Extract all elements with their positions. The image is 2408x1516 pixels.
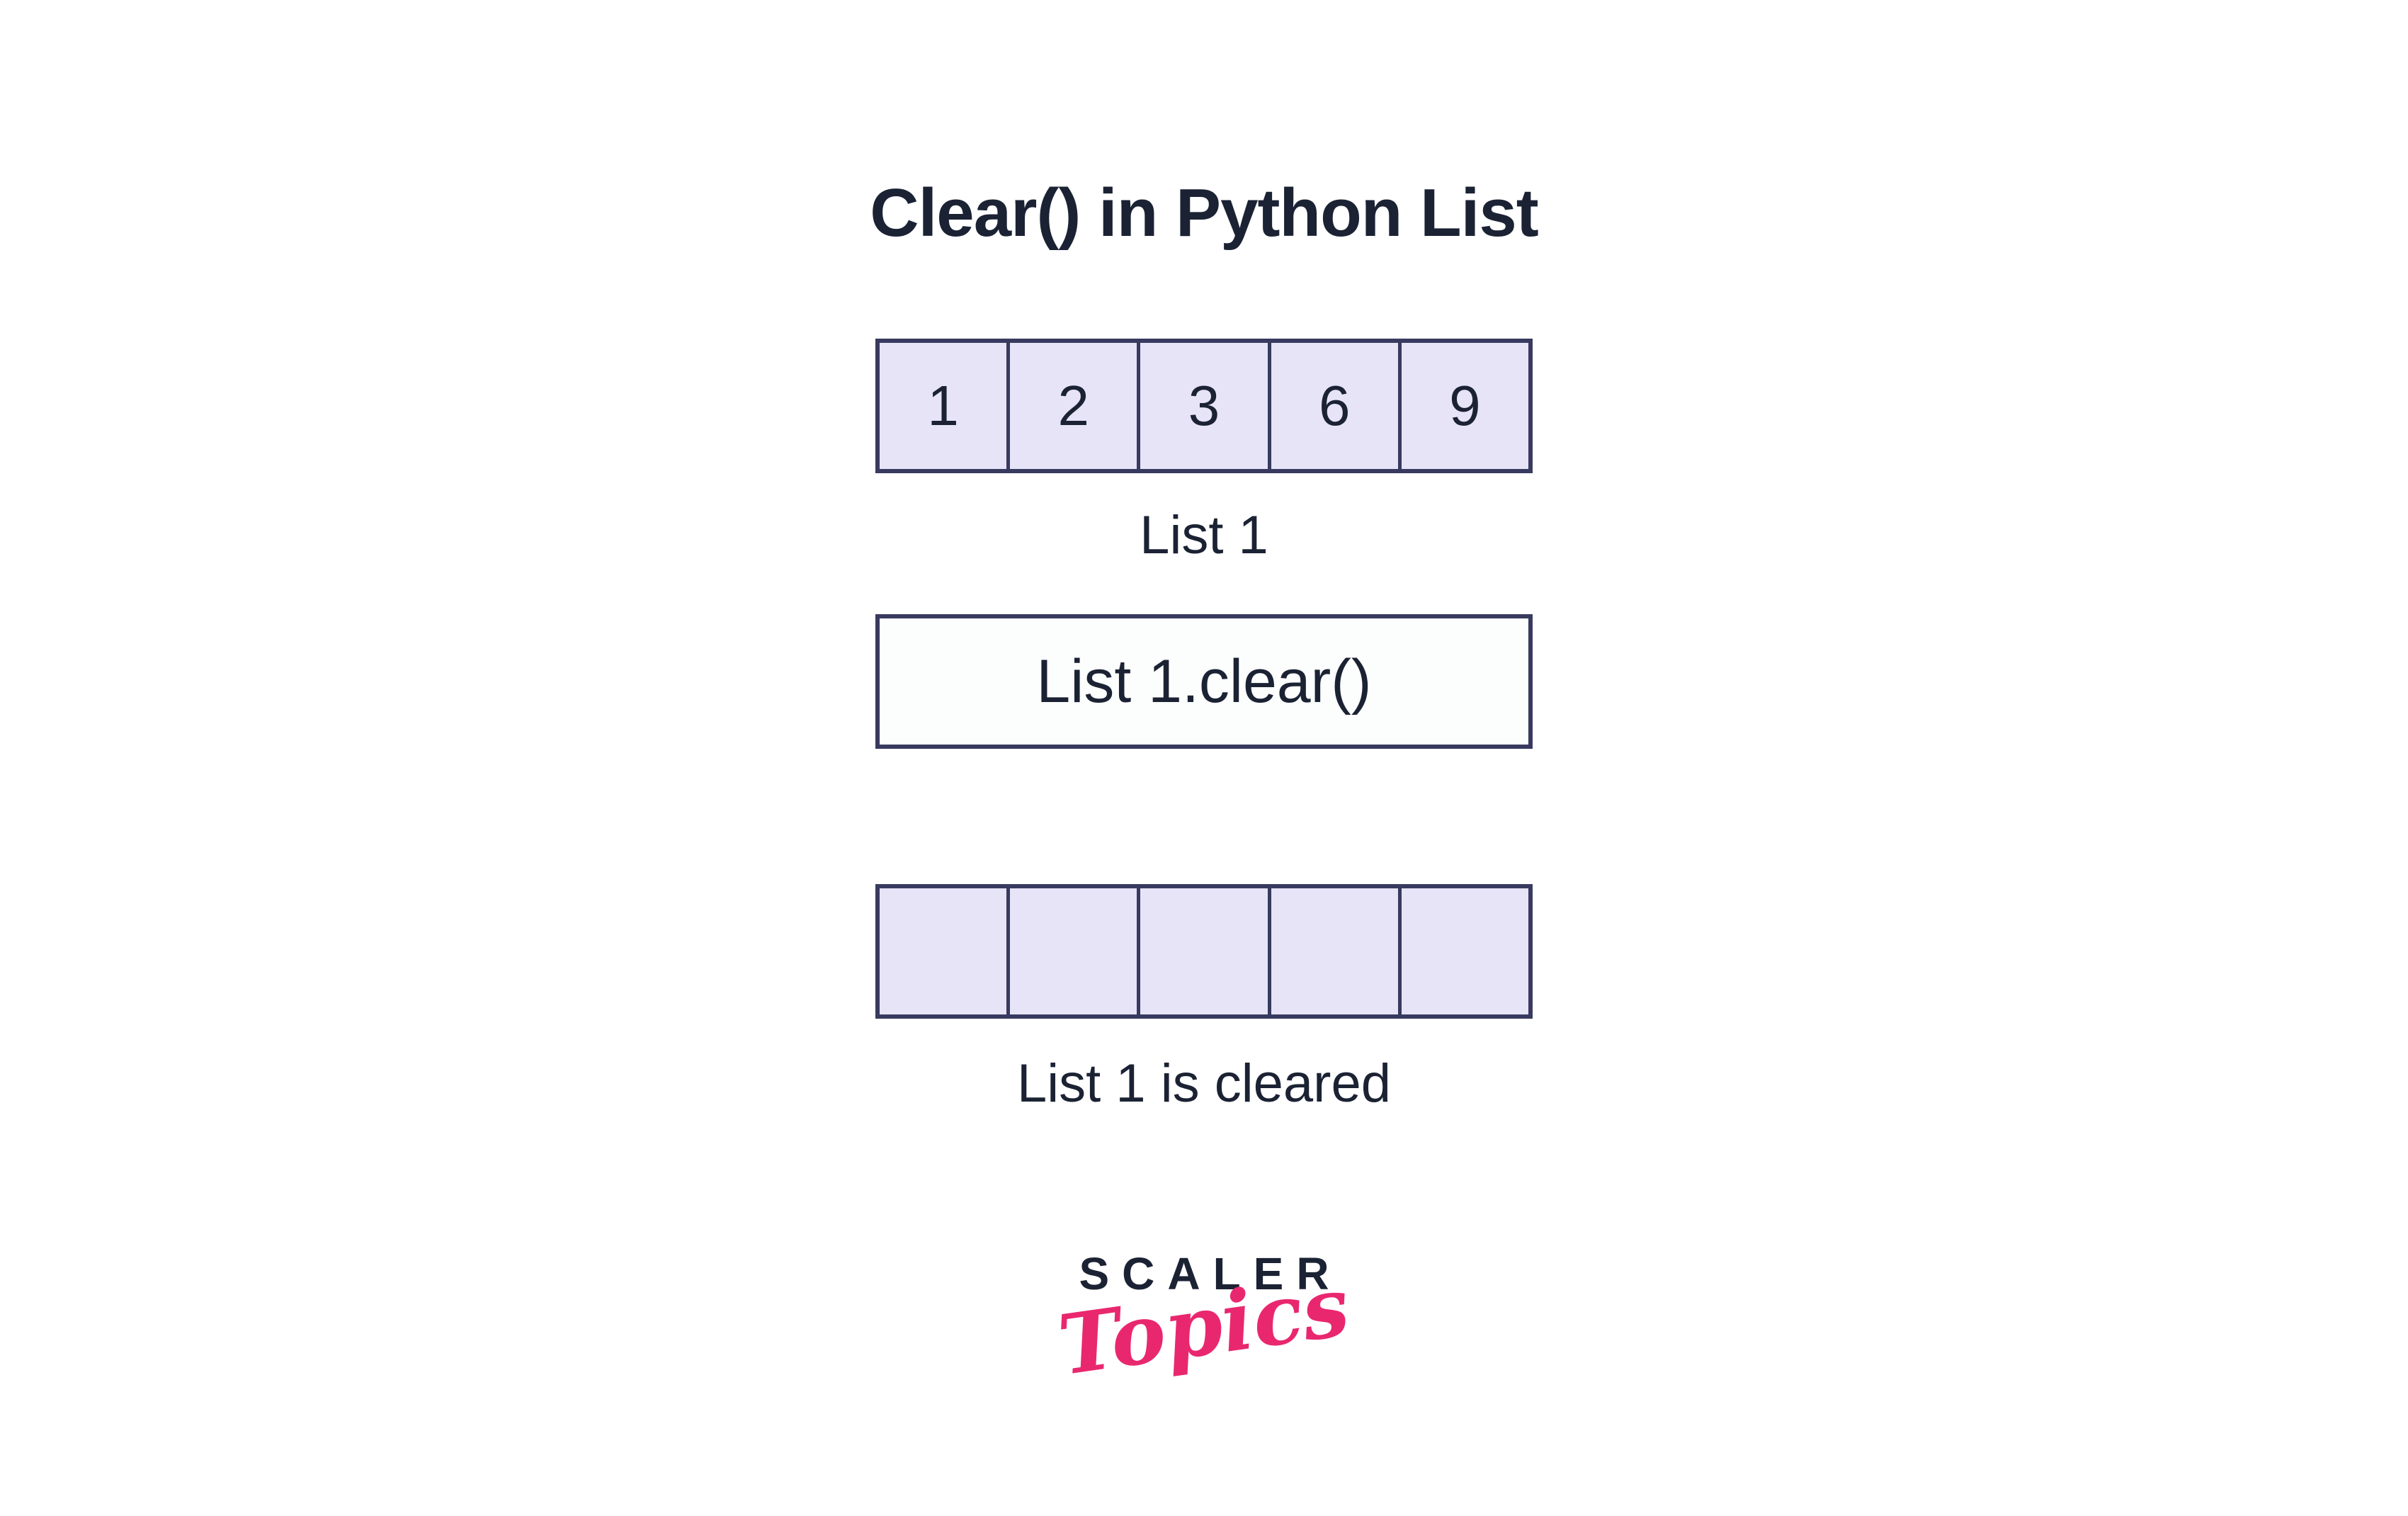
array-cell: 9	[1449, 374, 1481, 437]
cleared-list-caption: List 1 is cleared	[1016, 1053, 1392, 1114]
empty-array-cell	[1271, 888, 1402, 1014]
initial-list-array: 1 2 3 6 9	[875, 339, 1533, 473]
empty-array-cell	[880, 888, 1011, 1014]
array-cell: 1	[880, 343, 1011, 469]
array-cell: 2	[1010, 343, 1141, 469]
array-cell: 6	[1271, 343, 1402, 469]
clear-operation-code: List 1.clear()	[1036, 647, 1372, 715]
empty-array-cell	[1140, 888, 1271, 1014]
page-title: Clear() in Python List	[870, 175, 1538, 251]
clear-operation-box: List 1.clear()	[875, 614, 1533, 749]
array-cell: 3	[1140, 343, 1271, 469]
empty-array-cell	[1402, 888, 1528, 1014]
empty-array-cell	[1010, 888, 1141, 1014]
initial-list-caption: List 1	[1140, 505, 1268, 565]
logo-brand-text: SCALER	[1079, 1248, 1342, 1299]
scaler-topics-logo: SCALER Topics	[875, 1248, 1533, 1394]
cleared-list-array	[875, 884, 1533, 1019]
